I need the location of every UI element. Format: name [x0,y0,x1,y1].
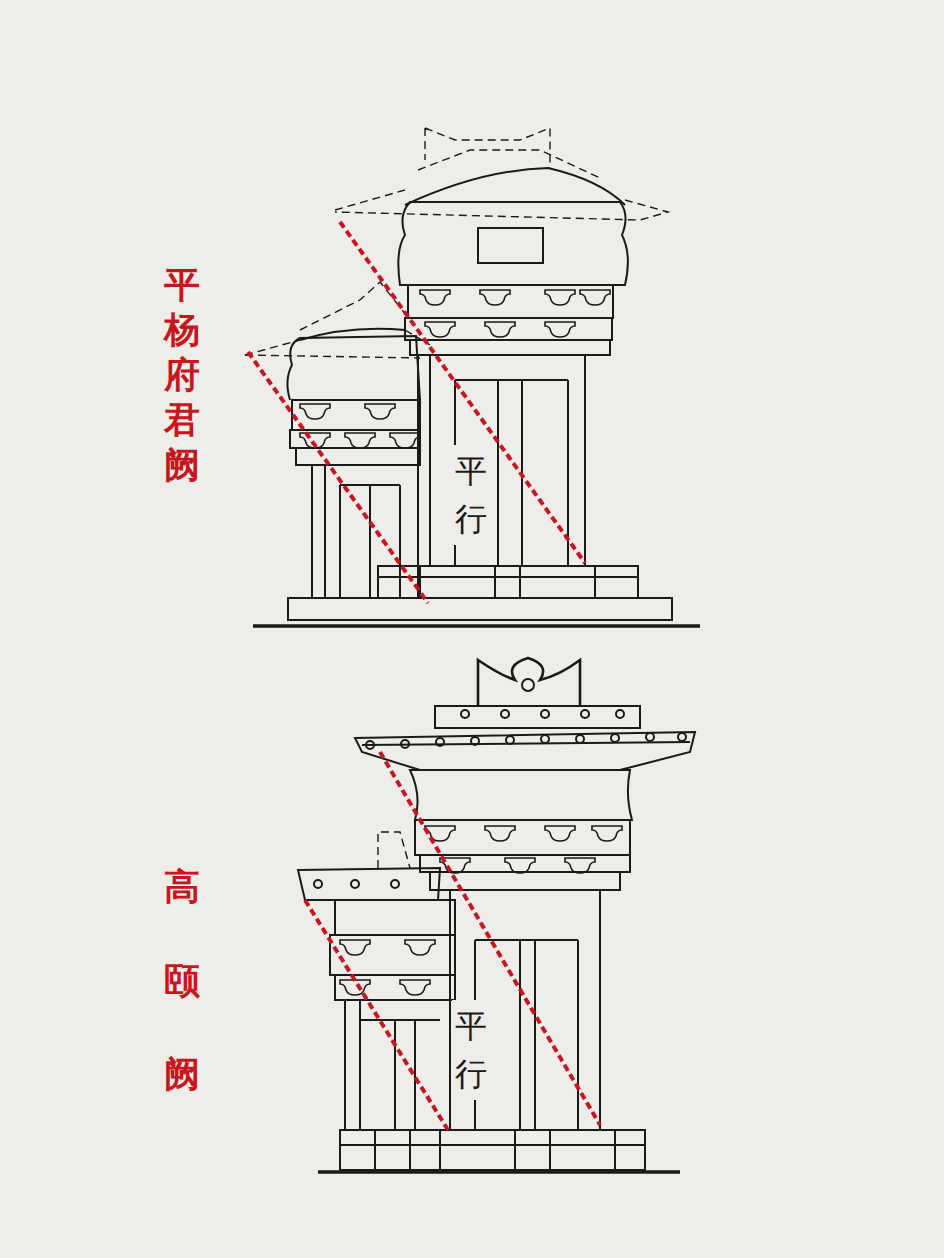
parallel-note: 平行 [452,445,490,545]
tower-name: 平杨府君阙 [164,262,200,487]
parallel-note: 平行 [452,1000,490,1100]
tower-name: 高颐阙 [164,840,200,1121]
